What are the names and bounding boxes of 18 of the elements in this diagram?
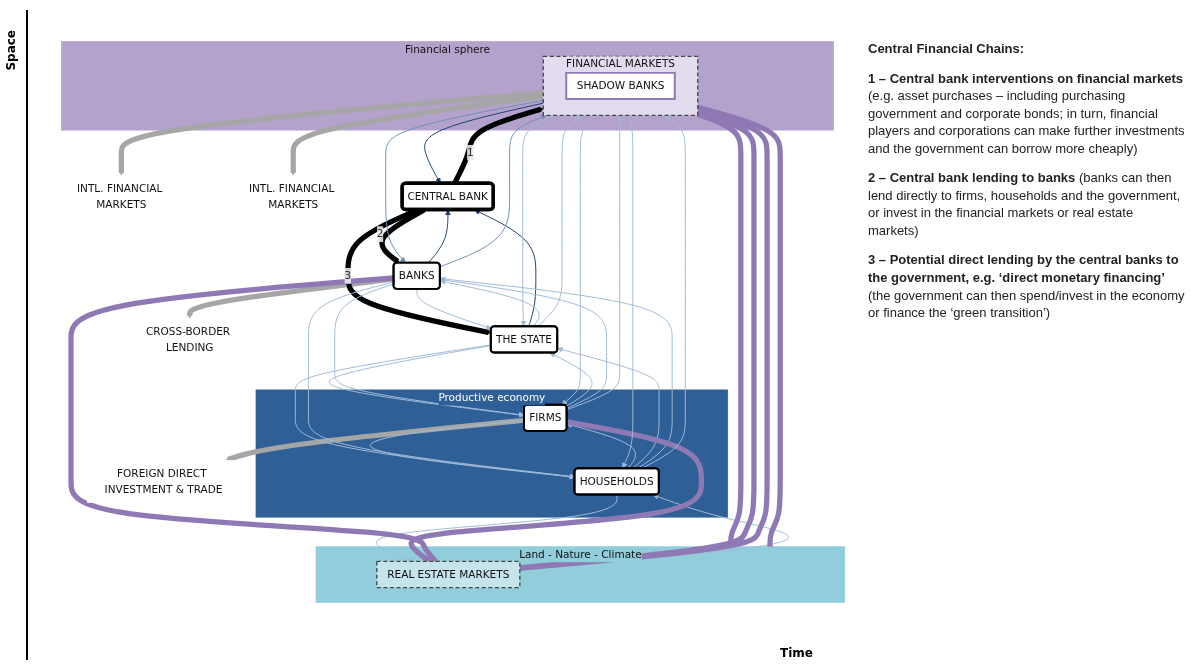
axis-label: Space (4, 30, 18, 71)
node-text: CROSS-BORDER LENDING (145, 324, 231, 354)
node-box: SHADOW BANKS (565, 71, 676, 100)
connector (697, 104, 783, 547)
edge-label: 2 (376, 227, 384, 240)
node-text: FOREIGN DIRECT INVESTMENT & TRADE (104, 466, 223, 496)
node-box: REAL ESTATE MARKETS (376, 560, 521, 589)
axis-label: Time (780, 646, 813, 660)
arrow (118, 90, 544, 176)
note-text: 2 – Central bank lending to banks (banks can then lend directly to firms, households and the government, or invest in the financial markets or real estate markets) (868, 169, 1182, 240)
node-text: INTL. FINANCIAL MARKETS (248, 181, 335, 211)
edge-label: 3 (344, 269, 352, 282)
arrow (290, 93, 544, 176)
edge-label: 1 (467, 146, 474, 159)
note-text: 3 – Potential direct lending by the central banks to the government, e.g. ‘direct monetary financing’ (the government can then spend/invest in the economy or finance the ‘green transition’) (868, 251, 1186, 322)
heading: Central Financial Chains: (868, 40, 1026, 58)
node-text: INTL. FINANCIAL MARKETS (77, 181, 163, 211)
note-text: 1 – Central bank interventions on financial markets (e.g. asset purchases – including purchasing government and corporate bonds; in turn, financial players and corporations can make further investments and the government can borrow more cheaply) (868, 69, 1186, 158)
